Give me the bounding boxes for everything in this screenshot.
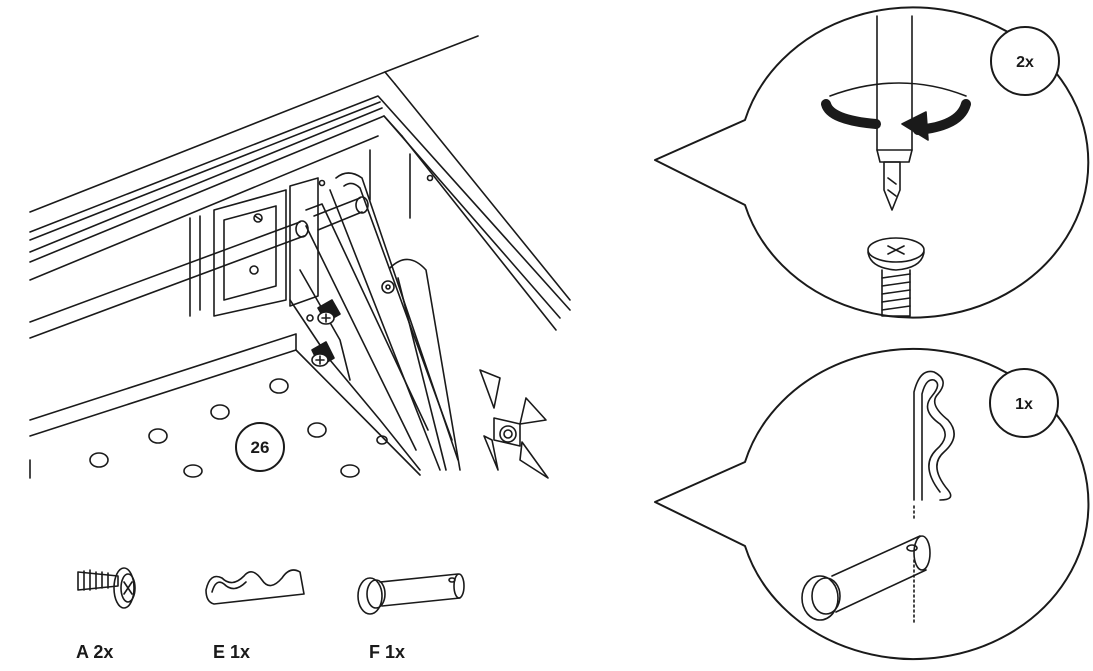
part-f-clevis-pin-icon [357, 573, 465, 615]
step-number: 26 [251, 438, 270, 457]
callout-screw-detail: 2x [654, 6, 1090, 319]
screw-icon [867, 237, 925, 317]
callout-quantity-label: 1x [1015, 396, 1033, 413]
hair-pin-clip-icon [913, 370, 955, 521]
main-assembly-view: 26 [29, 35, 571, 479]
mounting-bracket [213, 177, 319, 317]
callout-quantity-label: 2x [1016, 54, 1034, 71]
part-a-label: A 2x [76, 642, 114, 662]
parts-list [77, 567, 465, 615]
clevis-pin-icon [801, 535, 931, 626]
callout-pin-detail: 1x [654, 348, 1090, 660]
back-panel [189, 149, 434, 317]
part-e-hair-pin-icon [205, 569, 305, 605]
step-number-badge: 26 [235, 422, 285, 472]
installed-screws [306, 299, 341, 367]
nut-tightening [479, 369, 549, 479]
part-a-screw-icon [77, 567, 136, 609]
hinge-arms [289, 172, 461, 471]
rotation-arrow-icon [821, 82, 971, 141]
top-rail [29, 35, 571, 331]
part-e-label: E 1x [213, 642, 251, 662]
perforated-panel [29, 333, 421, 479]
part-f-label: F 1x [369, 642, 406, 662]
